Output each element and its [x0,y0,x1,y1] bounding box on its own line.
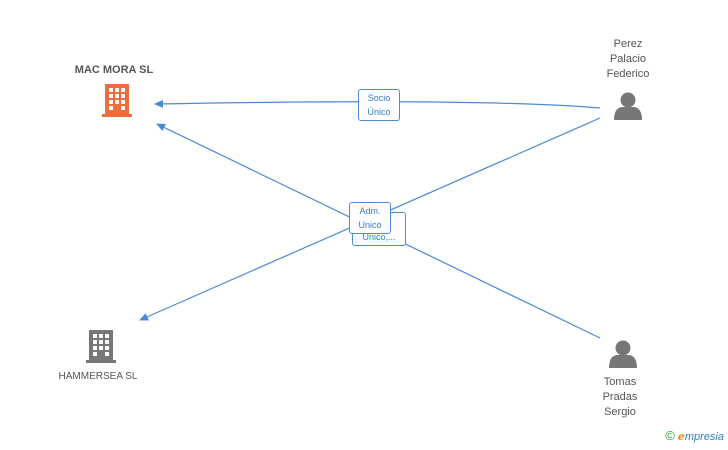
edge-label-line: Único [367,107,391,117]
person-name-line: Pradas [602,391,638,403]
person-name-line: Tomas [603,376,637,388]
edge-perez-to-mac-mora [154,99,601,109]
company-label-hammersea[interactable]: HAMMERSEA SL [58,371,138,382]
edge-label-line: Unico,... [362,232,396,242]
edge-label-adm-unico[interactable]: Adm. Unico [349,202,391,234]
person-label-tomas[interactable]: Tomas Pradas Sergio [580,375,660,420]
person-icon[interactable] [609,340,637,369]
copyright-symbol: © [665,428,675,443]
edge-label-line: Socio [367,93,391,103]
company-label-mac-mora[interactable]: MAC MORA SL [74,64,154,76]
edge-label-line: Unico [358,220,382,230]
empresia-logo[interactable]: © empresia [665,428,724,443]
building-icon[interactable] [102,84,132,117]
person-name-line: Perez [613,38,643,50]
edge-label-socio-unico[interactable]: Socio Único [358,89,400,121]
brand-e: e [677,430,685,443]
building-icon[interactable] [86,330,116,363]
person-name-line: Sergio [604,406,636,418]
person-icon[interactable] [614,92,642,121]
edge-label-line: Adm. [359,206,381,216]
person-label-perez[interactable]: Perez Palacio Federico [588,37,668,82]
brand-name: mpresia [684,431,724,443]
person-name-line: Palacio [609,53,647,65]
person-name-line: Federico [606,68,650,80]
